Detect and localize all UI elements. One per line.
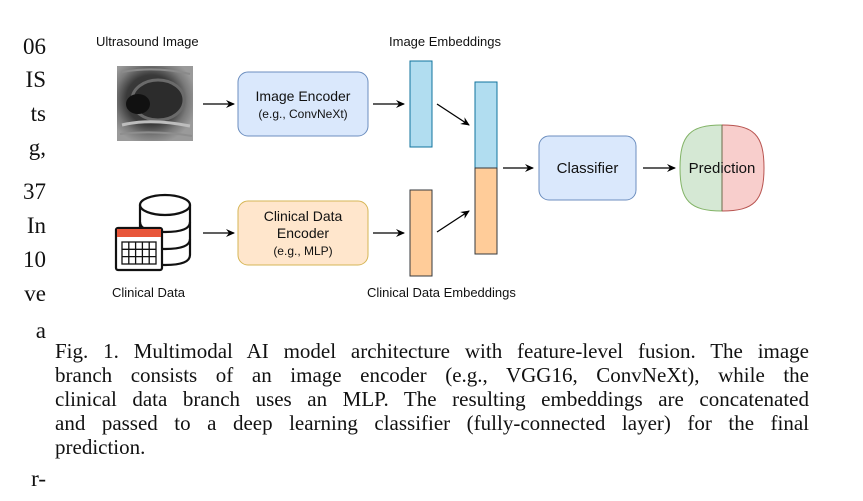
image-encoder-box: Image Encoder (e.g., ConvNeXt)	[237, 71, 369, 137]
classifier-label: Classifier	[557, 160, 619, 177]
caption-line: branch consists of an image encoder (e.g…	[55, 363, 809, 387]
figure-caption: Fig. 1. Multimodal AI model architecture…	[55, 339, 809, 459]
caption-line: Fig. 1. Multimodal AI model architecture…	[55, 339, 809, 363]
ultrasound-image	[117, 66, 193, 141]
clinical-encoder-title-line2: Encoder	[277, 225, 329, 241]
text-fragment: 37	[23, 179, 46, 204]
prediction-node: Prediction	[679, 124, 765, 212]
image-encoder-example: (e.g., ConvNeXt)	[258, 107, 347, 121]
image-encoder-title: Image Encoder	[256, 88, 351, 104]
classifier-box: Classifier	[538, 135, 637, 201]
clinical-encoder-title-line1: Clinical Data	[264, 208, 343, 224]
caption-line: and passed to a deep learning classifier…	[55, 411, 809, 435]
text-fragment: ts	[30, 101, 46, 126]
concatenated-embedding-vector	[474, 81, 498, 255]
text-fragment: 10	[23, 247, 46, 272]
image-embedding-vector	[409, 60, 433, 148]
caption-line: clinical data branch uses an MLP. The re…	[55, 387, 809, 411]
arrow-image-embeddings-to-concat	[436, 103, 470, 126]
database-calendar-icon	[114, 193, 192, 272]
prediction-label: Prediction	[689, 160, 756, 177]
text-fragment: 06	[23, 34, 46, 59]
text-fragment: a	[35, 318, 46, 343]
label-clinical-data-embeddings: Clinical Data Embeddings	[367, 285, 516, 300]
text-fragment: In	[26, 213, 46, 238]
text-fragment: IS	[25, 67, 46, 92]
text-fragment: g,	[28, 135, 46, 160]
label-ultrasound-image: Ultrasound Image	[96, 34, 199, 49]
label-image-embeddings: Image Embeddings	[389, 34, 502, 49]
text-fragment: ve	[24, 281, 46, 306]
text-fragment: r-	[31, 466, 46, 491]
clinical-embedding-vector	[409, 189, 433, 277]
architecture-figure: Ultrasound Image Image Embeddings Image …	[96, 34, 765, 300]
clinical-data-encoder-box: Clinical Data Encoder (e.g., MLP)	[237, 200, 369, 266]
arrow-clinical-embeddings-to-concat	[436, 210, 470, 233]
label-clinical-data: Clinical Data	[112, 285, 186, 300]
clinical-encoder-example: (e.g., MLP)	[273, 244, 332, 258]
caption-line: prediction.	[55, 435, 146, 459]
